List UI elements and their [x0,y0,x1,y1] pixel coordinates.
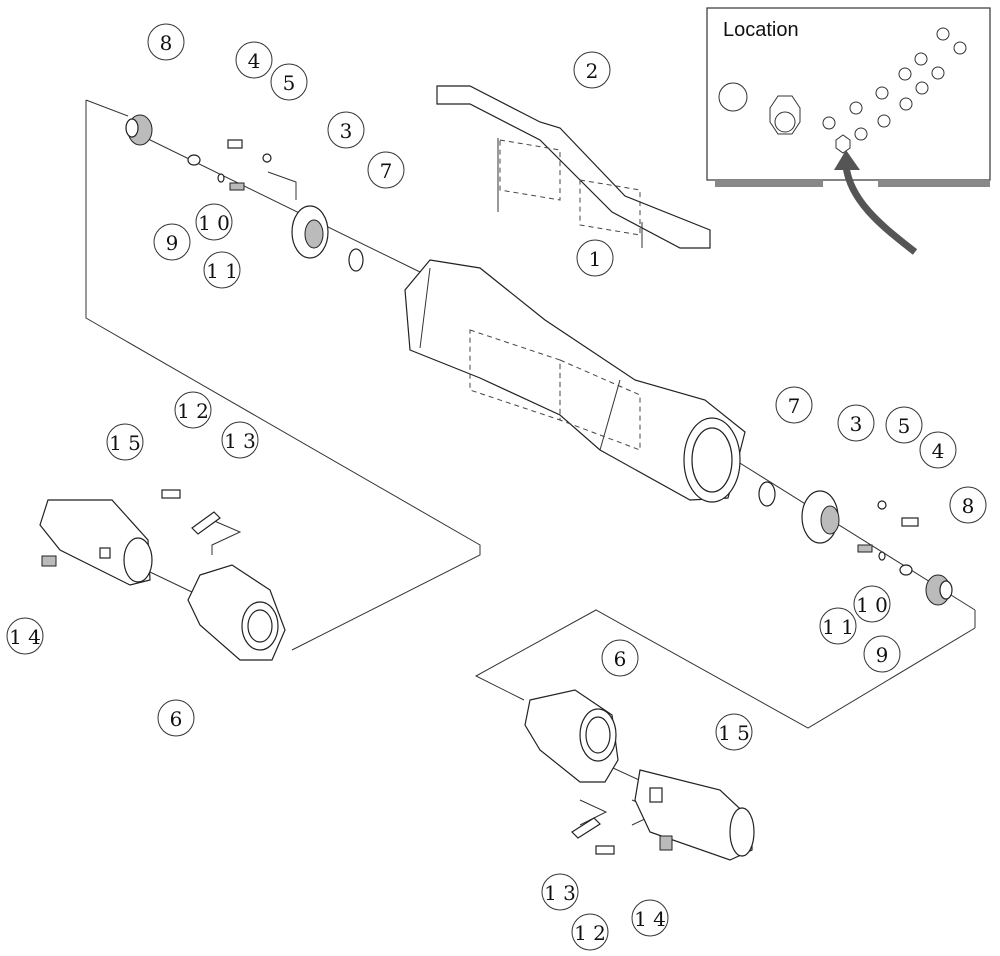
part-12-bolt-right [595,845,615,855]
part-7-seal-ring-right [758,481,776,507]
callout-5: 5 [885,406,923,444]
callout-11: 1 1 [819,607,857,645]
callout-9: 9 [153,223,191,261]
callout-label: 1 5 [718,721,750,745]
callout-label: 9 [166,231,179,255]
callout-9: 9 [863,635,901,673]
part-6-gearbox-housing-left [187,564,286,661]
part-2-bracket-plate [436,85,711,249]
part-8-drive-gear-left [125,114,153,146]
callout-12: 1 2 [174,391,212,429]
callout-1: 1 [576,239,614,277]
part-7-seal-ring-left [348,248,364,272]
location-machine-sketch [718,27,967,154]
callout-label: 4 [932,439,945,463]
callout-label: 8 [160,31,173,55]
callout-6: 6 [157,699,195,737]
part-5-washer-left [262,153,272,163]
part-3-flange-right [801,490,840,544]
callout-6: 6 [601,639,639,677]
callout-10: 1 0 [853,585,891,623]
callout-12: 1 2 [571,913,609,951]
callout-8: 8 [949,486,987,524]
callout-label: 1 2 [177,399,209,423]
part-10-washer-left [217,173,225,183]
part-10-washer-right [878,551,886,561]
location-title: Location [723,19,799,41]
callout-7: 7 [775,386,813,424]
callout-label: 1 3 [224,429,256,453]
callout-label: 1 1 [822,615,854,639]
callout-5: 5 [270,63,308,101]
callout-label: 6 [614,647,627,671]
part-15-motor-left [39,499,153,586]
callout-15: 1 5 [715,713,753,751]
callout-label: 1 2 [574,921,606,945]
callout-label: 1 0 [856,593,888,617]
callout-15: 1 5 [106,423,144,461]
callout-label: 7 [788,394,801,418]
location-panel: Location [706,7,991,255]
part-9-washer-left [187,154,201,166]
callout-label: 6 [170,707,183,731]
assembly-leader-lines [85,99,976,826]
callout-label: 7 [380,159,393,183]
part-9-washer-right [899,564,913,576]
callout-label: 1 4 [9,625,41,649]
part-11-screw-left [229,182,245,191]
part-15-motor-right [634,769,755,861]
location-pointer-arrow [834,150,918,255]
callout-14: 1 4 [6,617,44,655]
callout-label: 5 [898,414,911,438]
part-12-bolt-left [161,489,181,499]
part-14-screw-right [659,835,673,851]
callout-13: 1 3 [221,421,259,459]
callout-label: 1 1 [206,259,238,283]
callout-3: 3 [327,111,365,149]
callout-3: 3 [837,404,875,442]
callout-13: 1 3 [541,873,579,911]
callout-2: 2 [573,51,611,89]
callout-11: 1 1 [203,251,241,289]
callout-label: 3 [850,412,863,436]
part-6-gearbox-housing-right [524,689,619,783]
callout-label: 1 4 [634,907,666,931]
part-13-clamp-left [191,511,221,535]
callout-label: 3 [340,119,353,143]
callout-7: 7 [367,151,405,189]
part-13-clamp-right [571,817,601,839]
callout-4: 4 [235,41,273,79]
part-11-screw-right [857,544,873,553]
part-4-bolt-left [227,139,243,149]
callout-14: 1 4 [631,899,669,937]
callout-10: 1 0 [195,203,233,241]
callout-label: 2 [586,59,599,83]
part-8-drive-gear-right [925,574,953,606]
part-4-bolt-right [901,517,919,527]
callout-label: 8 [962,494,975,518]
callout-label: 9 [876,643,889,667]
part-3-flange-left [291,205,329,259]
part-5-washer-right [877,500,887,510]
callout-label: 5 [283,71,296,95]
part-1-main-housing [404,259,746,503]
callout-label: 1 5 [109,431,141,455]
callout-label: 1 3 [544,881,576,905]
callout-8: 8 [147,23,185,61]
callout-label: 1 [589,247,602,271]
callout-4: 4 [919,431,957,469]
callout-label: 4 [248,49,261,73]
callout-label: 1 0 [198,211,230,235]
part-14-screw-left [41,555,57,567]
